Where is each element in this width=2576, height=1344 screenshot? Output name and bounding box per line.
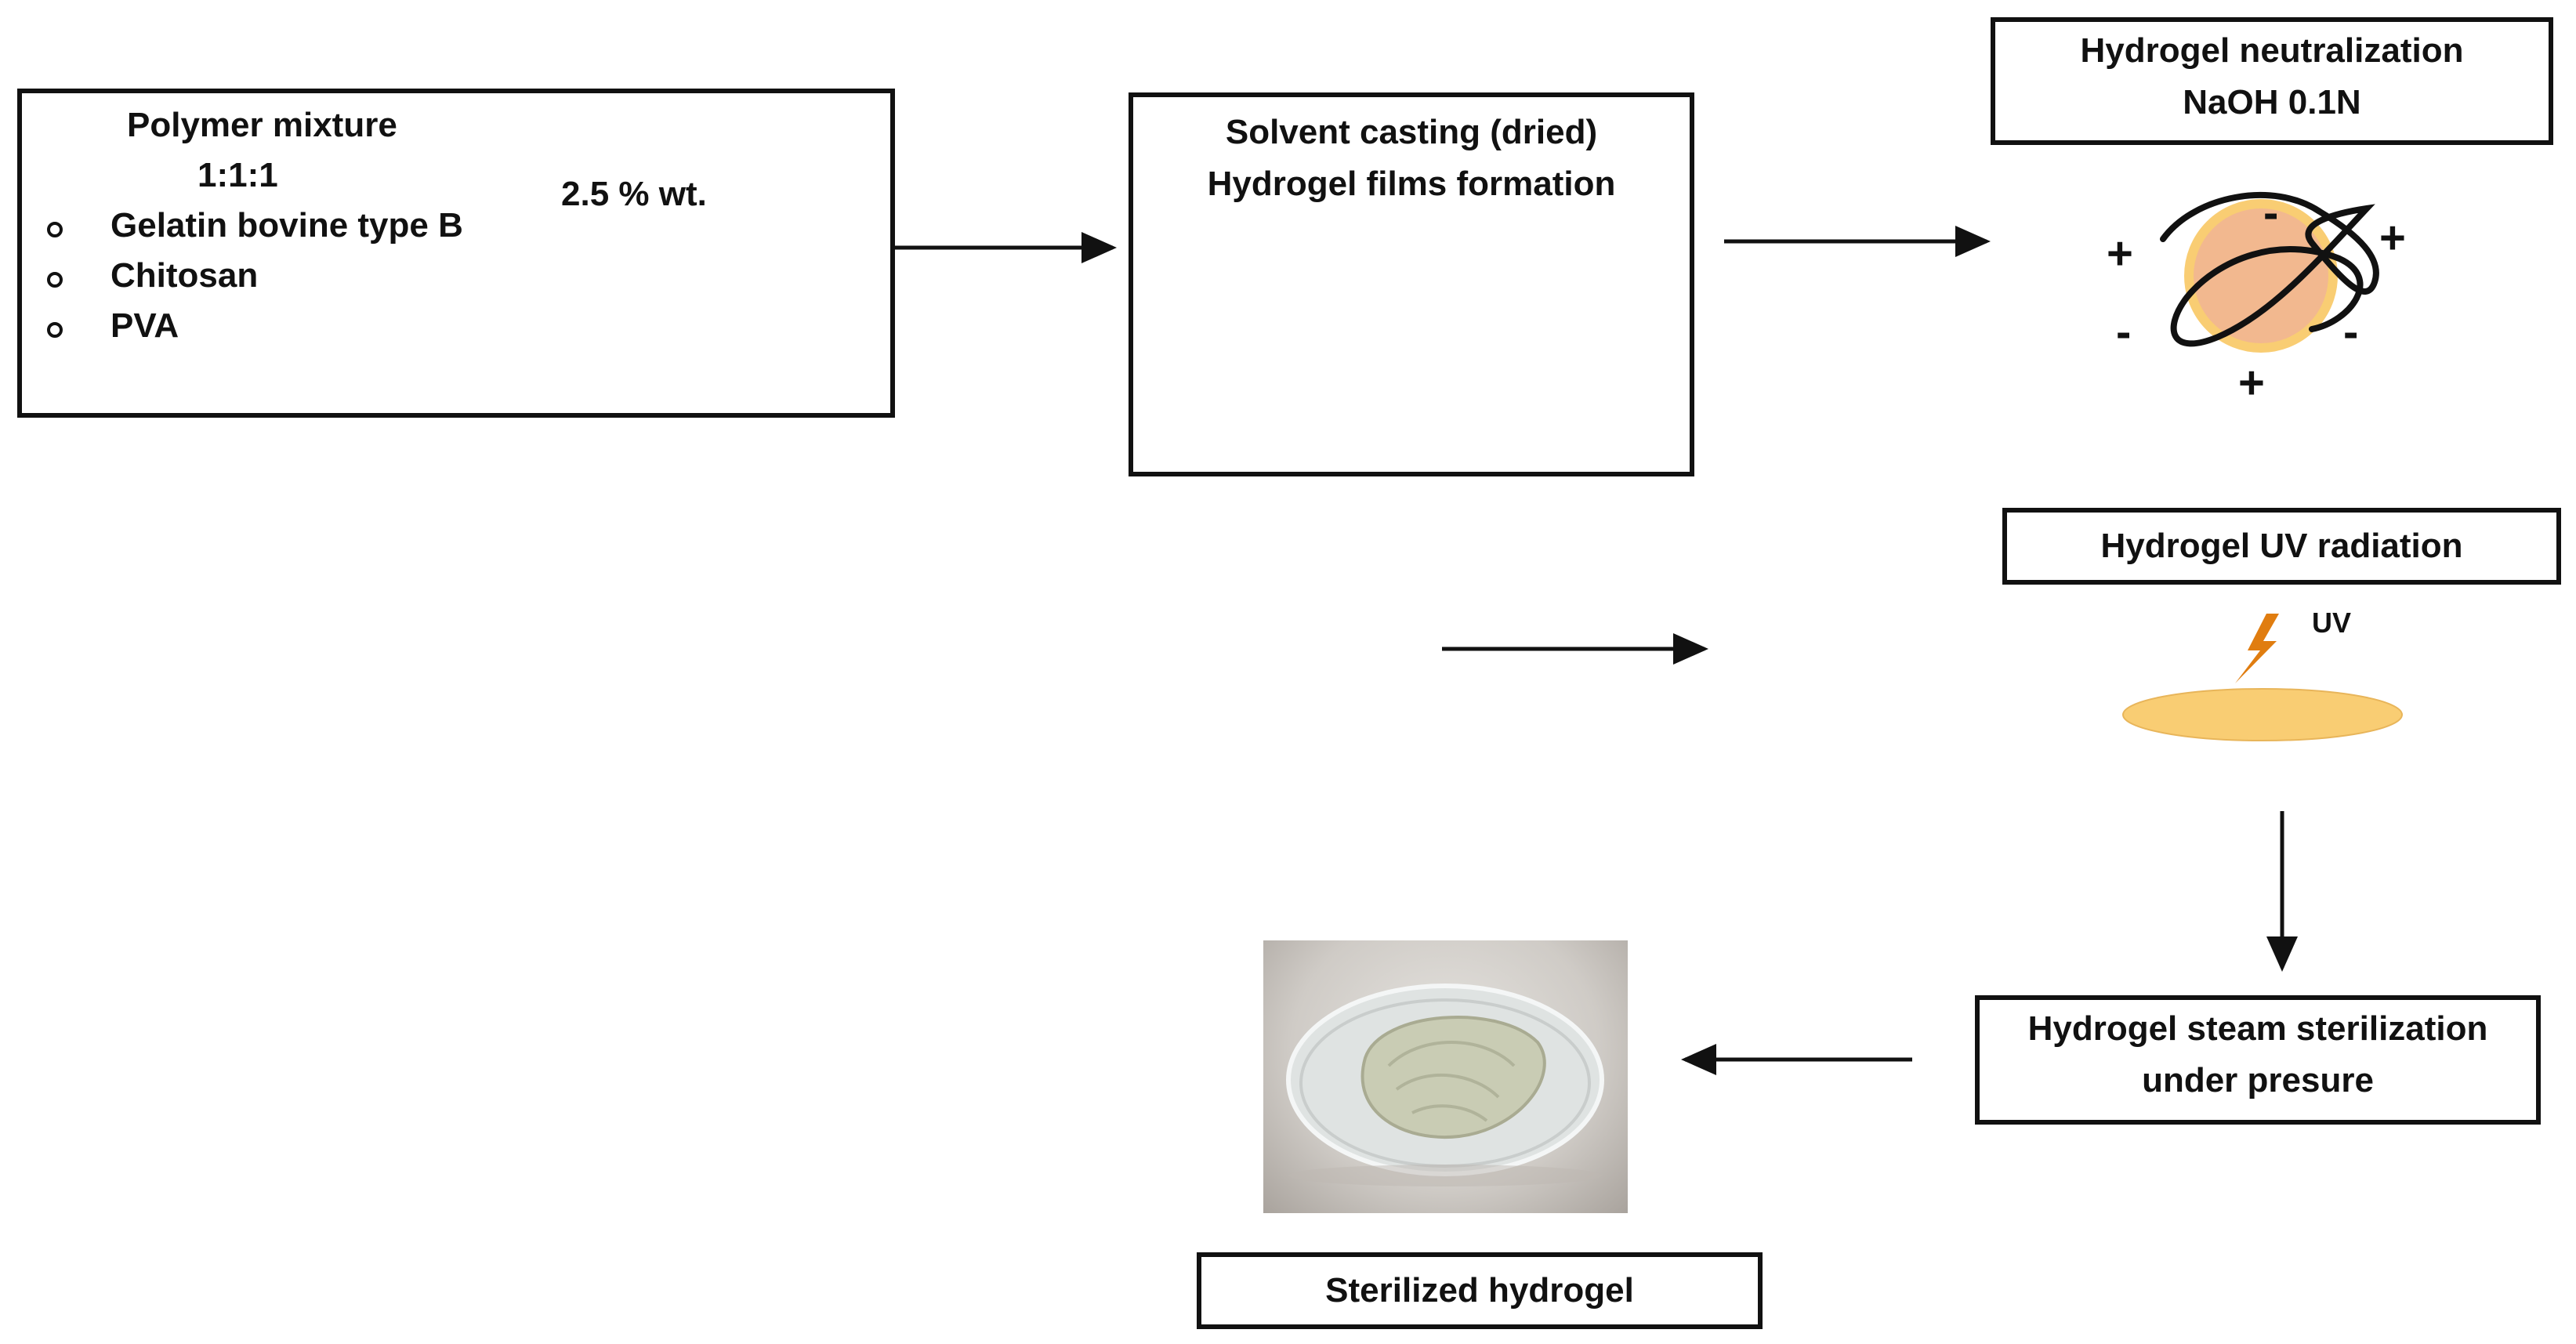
step2-line1: Solvent casting (dried) <box>1225 113 1598 151</box>
step-uv-radiation: Hydrogel UV radiation <box>2002 508 2561 585</box>
bullet-icon <box>47 222 63 237</box>
charge-plus: + <box>2107 228 2133 279</box>
step-sterilized-hydrogel: Sterilized hydrogel <box>1197 1252 1763 1329</box>
mixture-ratio: 1:1:1 <box>197 156 278 194</box>
step5-line1: Hydrogel steam sterilization <box>2027 1009 2488 1048</box>
step2-line2: Hydrogel films formation <box>1207 165 1616 203</box>
polymer-mixture-title: Polymer mixture <box>127 106 397 144</box>
charged-polymer-icon <box>2160 191 2379 353</box>
step-polymer-mixture: Polymer mixture 1:1:1 Gelatin bovine typ… <box>17 89 895 418</box>
charge-minus: - <box>2343 306 2359 357</box>
beaker-concentration-label: 2.5 % wt. <box>561 175 707 213</box>
charge-minus: - <box>2263 187 2279 238</box>
lightning-icon <box>2235 614 2279 683</box>
component-pva: PVA <box>111 306 179 345</box>
step-steam-sterilization: Hydrogel steam sterilization under presu… <box>1975 995 2541 1125</box>
step3-line2: NaOH 0.1N <box>2183 83 2361 121</box>
charge-plus: + <box>2238 357 2265 408</box>
uv-label: UV <box>2312 607 2352 639</box>
bullet-icon <box>47 322 63 338</box>
step6-title: Sterilized hydrogel <box>1325 1271 1634 1310</box>
charge-plus: + <box>2379 212 2406 263</box>
step-neutralization: Hydrogel neutralization NaOH 0.1N <box>1991 17 2553 145</box>
sterilized-hydrogel-photo <box>1263 940 1628 1213</box>
step4-title: Hydrogel UV radiation <box>2100 527 2463 565</box>
step3-line1: Hydrogel neutralization <box>2080 31 2464 70</box>
step-solvent-casting: Solvent casting (dried) Hydrogel films f… <box>1129 92 1694 476</box>
bullet-icon <box>47 272 63 288</box>
hydrogel-film-uv <box>2122 688 2403 741</box>
step5-line2: under presure <box>2142 1061 2374 1099</box>
charge-minus: - <box>2116 306 2132 357</box>
petri-dish-illustration <box>1286 984 1604 1186</box>
component-gelatin: Gelatin bovine type B <box>111 206 463 245</box>
component-chitosan: Chitosan <box>111 256 259 295</box>
